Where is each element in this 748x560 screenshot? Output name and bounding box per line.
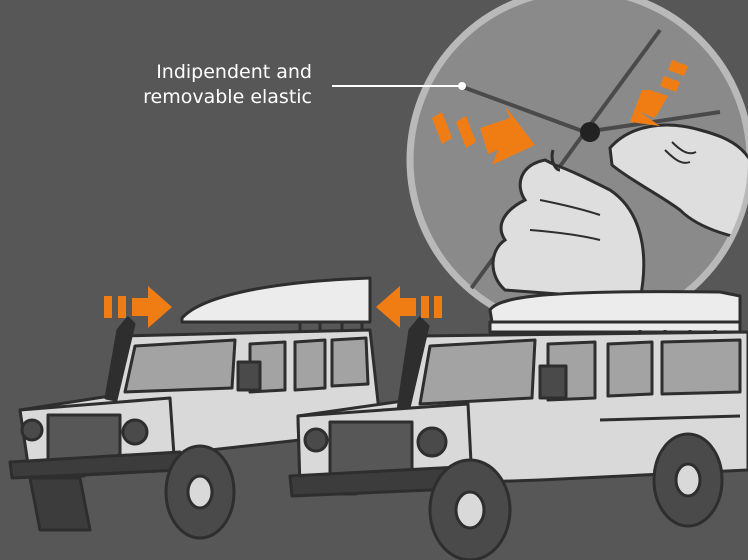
elastic-callout-label: Indipendent and removable elastic — [100, 60, 312, 110]
roof-tent-right — [490, 292, 740, 322]
callout-dot — [458, 82, 466, 90]
callout-line-2: removable elastic — [100, 85, 312, 110]
zoom-detail-circle — [410, 0, 748, 330]
callout-line-1: Indipendent and — [100, 60, 312, 85]
arrow-right-icon — [104, 286, 172, 328]
roof-tent-left — [182, 278, 370, 322]
arrow-left-icon — [376, 286, 442, 328]
hook-connector — [580, 122, 600, 142]
vehicle-left — [10, 278, 380, 538]
